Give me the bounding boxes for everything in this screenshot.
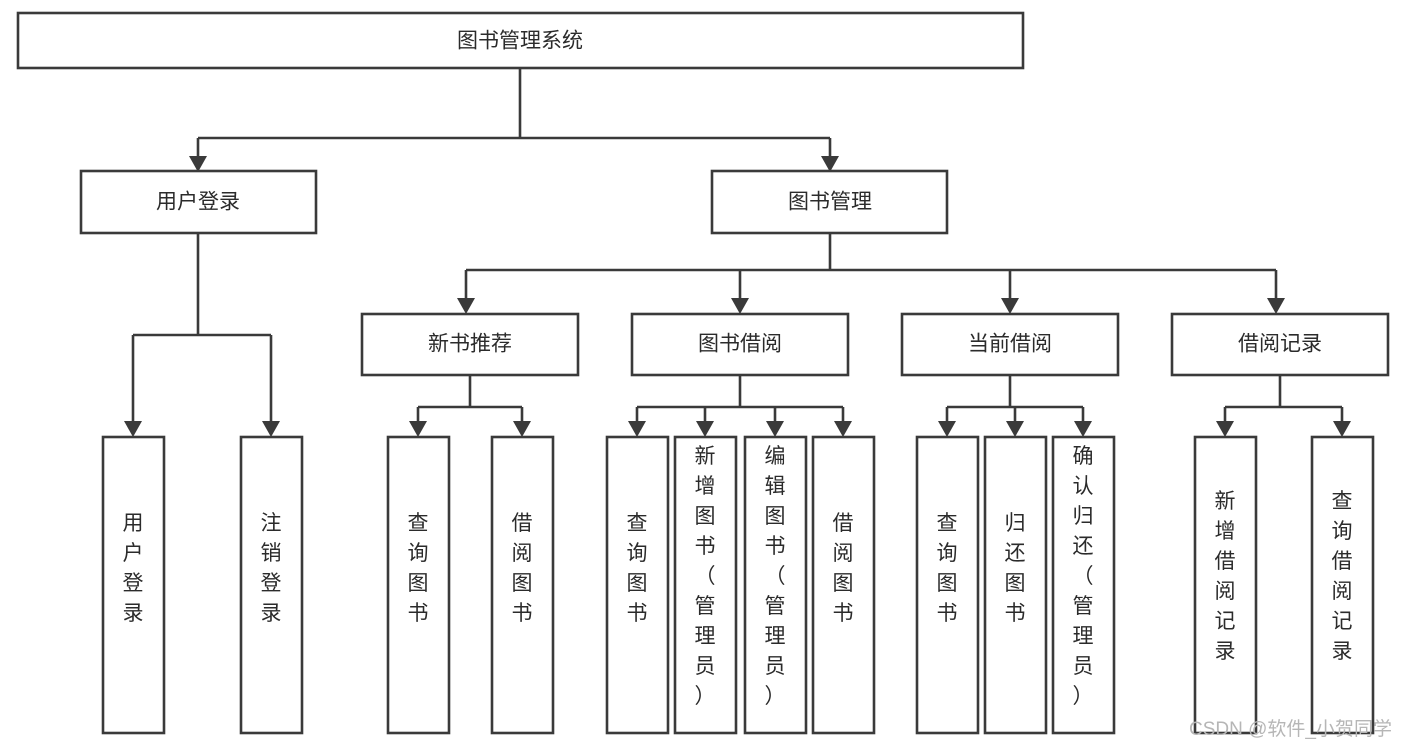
node-book-management-box[interactable]	[710, 169, 949, 235]
arrowhead-br-query	[1333, 421, 1351, 437]
leaf-bb-borrow-book-box[interactable]	[811, 435, 876, 735]
leaf-bb-edit-book-box[interactable]	[743, 435, 808, 735]
leaf-cb-return-book[interactable]: 归还图书	[983, 435, 1048, 735]
arrowhead-leaf-logout	[262, 421, 280, 437]
arrowhead-nb-borrow	[513, 421, 531, 437]
leaf-bb-edit-book-label: 编辑图书（管理员）	[765, 445, 786, 708]
leaf-br-add-record-box[interactable]	[1193, 435, 1258, 735]
arrowhead-book-borrow	[731, 298, 749, 314]
arrowhead-current-borrow	[1001, 298, 1019, 314]
leaf-cb-confirm-return-label: 确认归还（管理员）	[1073, 445, 1094, 708]
arrowhead-nb-query	[409, 421, 427, 437]
node-borrow-records-label: 借阅记录	[1238, 333, 1322, 356]
leaf-user-login[interactable]: 用户登录	[101, 435, 166, 735]
arrowhead-new-book	[457, 298, 475, 314]
node-book-borrow-label: 图书借阅	[698, 333, 782, 356]
leaf-br-query-record-box[interactable]	[1310, 435, 1375, 735]
leaf-nb-query-book[interactable]: 查询图书	[386, 435, 451, 735]
leaf-cb-query-book-label: 查询图书	[937, 512, 958, 625]
leaf-cb-query-book[interactable]: 查询图书	[915, 435, 980, 735]
leaf-nb-borrow-book-box[interactable]	[490, 435, 555, 735]
arrowhead-leaf-user-login	[124, 421, 142, 437]
leaf-logout[interactable]: 注销登录	[239, 435, 304, 735]
leaf-nb-query-book-label: 查询图书	[408, 512, 429, 625]
leaf-logout-label: 注销登录	[261, 512, 282, 625]
leaf-cb-confirm-return-box[interactable]	[1051, 435, 1116, 735]
watermark-label: CSDN @软件_小贺同学	[1189, 718, 1392, 740]
leaf-bb-borrow-book[interactable]: 借阅图书	[811, 435, 876, 735]
leaf-bb-add-book[interactable]: 新增图书（管理员）	[673, 435, 738, 735]
leaf-logout-box[interactable]	[239, 435, 304, 735]
node-user-login-box[interactable]	[79, 169, 318, 235]
leaf-bb-add-book-box[interactable]	[673, 435, 738, 735]
connector-group-root	[189, 68, 839, 172]
node-new-book-recommend-box[interactable]	[360, 312, 580, 377]
connector-group-book-borrow	[628, 375, 852, 437]
leaf-bb-query-book[interactable]: 查询图书	[605, 435, 670, 735]
leaf-bb-add-book-label: 新增图书（管理员）	[695, 445, 716, 708]
leaf-br-add-record[interactable]: 新增借阅记录	[1193, 435, 1258, 735]
leaf-br-query-record-label: 查询借阅记录	[1332, 490, 1353, 663]
arrowhead-borrow-records	[1267, 298, 1285, 314]
leaf-br-add-record-label: 新增借阅记录	[1215, 490, 1236, 663]
node-current-borrow-label: 当前借阅	[968, 333, 1052, 356]
leaf-nb-query-book-box[interactable]	[386, 435, 451, 735]
leaf-user-login-label: 用户登录	[123, 512, 144, 625]
arrowhead-bb-add	[696, 421, 714, 437]
leaf-bb-query-book-box[interactable]	[605, 435, 670, 735]
node-book-management-label: 图书管理	[788, 191, 872, 214]
node-root-label: 图书管理系统	[457, 30, 583, 53]
node-borrow-records[interactable]: 借阅记录	[1170, 312, 1390, 377]
node-current-borrow-box[interactable]	[900, 312, 1120, 377]
node-user-login[interactable]: 用户登录	[79, 169, 318, 235]
leaf-bb-query-book-label: 查询图书	[627, 512, 648, 625]
leaf-user-login-box[interactable]	[101, 435, 166, 735]
leaf-br-query-record[interactable]: 查询借阅记录	[1310, 435, 1375, 735]
node-new-book-recommend[interactable]: 新书推荐	[360, 312, 580, 377]
arrowhead-cb-return	[1006, 421, 1024, 437]
leaf-cb-return-book-label: 归还图书	[1005, 512, 1026, 625]
node-root[interactable]: 图书管理系统	[16, 11, 1025, 70]
arrowhead-cb-query	[938, 421, 956, 437]
leaf-nb-borrow-book[interactable]: 借阅图书	[490, 435, 555, 735]
leaf-nb-borrow-book-label: 借阅图书	[512, 512, 533, 625]
arrowhead-cb-confirm	[1074, 421, 1092, 437]
node-book-borrow-box[interactable]	[630, 312, 850, 377]
arrowhead-bb-borrow	[834, 421, 852, 437]
connector-group-book-mgmt	[457, 233, 1285, 314]
leaf-bb-edit-book[interactable]: 编辑图书（管理员）	[743, 435, 808, 735]
arrowhead-bb-query	[628, 421, 646, 437]
leaf-cb-query-book-box[interactable]	[915, 435, 980, 735]
leaf-cb-confirm-return[interactable]: 确认归还（管理员）	[1051, 435, 1116, 735]
arrowhead-br-add	[1216, 421, 1234, 437]
node-new-book-recommend-label: 新书推荐	[428, 333, 512, 356]
node-borrow-records-box[interactable]	[1170, 312, 1390, 377]
node-user-login-label: 用户登录	[156, 191, 240, 214]
leaf-cb-return-book-box[interactable]	[983, 435, 1048, 735]
connector-group-current-borrow	[938, 375, 1092, 437]
leaf-bb-borrow-book-label: 借阅图书	[833, 512, 854, 625]
arrowhead-book-mgmt	[821, 156, 839, 172]
connector-group-user-login	[124, 233, 280, 437]
connector-group-new-book	[409, 375, 531, 437]
node-book-borrow[interactable]: 图书借阅	[630, 312, 850, 377]
arrowhead-bb-edit	[766, 421, 784, 437]
node-current-borrow[interactable]: 当前借阅	[900, 312, 1120, 377]
arrowhead-user-login	[189, 156, 207, 172]
node-root-box[interactable]	[16, 11, 1025, 70]
connector-group-borrow-records	[1216, 375, 1351, 437]
node-book-management[interactable]: 图书管理	[710, 169, 949, 235]
